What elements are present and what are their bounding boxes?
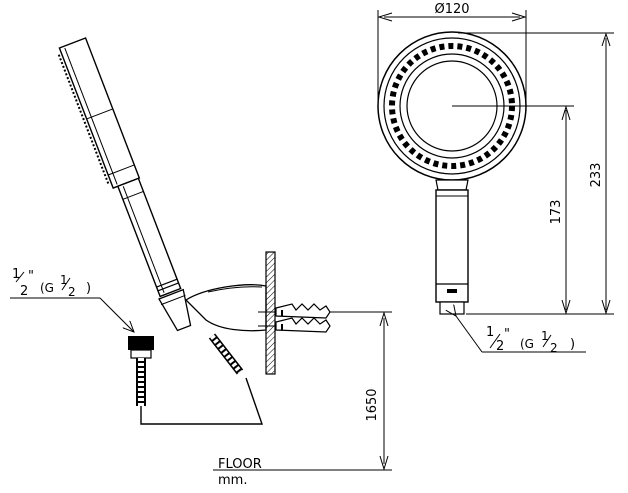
thread-left-den: 2 <box>20 284 28 299</box>
hose-loop <box>140 377 263 425</box>
shower-head-side <box>57 37 192 332</box>
wall-plugs <box>258 303 331 333</box>
floor-height-value: 1650 <box>365 388 380 421</box>
thread-left-inch: " <box>28 269 34 284</box>
front-view <box>377 31 527 315</box>
thread-right-g: (G <box>520 337 534 351</box>
thread-left-g-den: 2 <box>68 285 76 299</box>
thread-label-left: 1 2 " (G 1 2 ) <box>10 267 134 332</box>
side-view <box>57 37 331 425</box>
dimension-233: 233 <box>458 32 614 315</box>
thread-label-right: 1 2 " (G 1 2 ) <box>456 316 586 355</box>
hose-top <box>208 333 244 375</box>
dimension-173: 173 <box>452 105 614 315</box>
thread-left-g-num: 1 <box>60 273 68 287</box>
handle-height-value: 173 <box>549 200 564 225</box>
hose-connector <box>128 336 154 406</box>
dimension-diameter: Ø120 <box>377 2 527 110</box>
thread-right-g-num: 1 <box>541 329 549 343</box>
dimension-1650: 1650 <box>213 311 392 471</box>
diameter-value: Ø120 <box>434 2 469 17</box>
thread-right-num: 1 <box>486 325 494 340</box>
thread-right-inch: " <box>504 327 510 342</box>
floor-label: FLOOR <box>218 457 262 472</box>
thread-right-den: 2 <box>496 339 504 354</box>
thread-left-g: (G <box>40 281 54 295</box>
unit-label: mm. <box>218 473 247 488</box>
thread-right-close: ) <box>570 337 575 352</box>
total-height-value: 233 <box>589 163 604 188</box>
wall-holder <box>184 284 267 332</box>
thread-left-num: 1 <box>12 267 20 282</box>
handle-front <box>435 189 469 303</box>
wall-section <box>265 251 276 375</box>
thread-right-g-den: 2 <box>550 341 558 355</box>
thread-left-close: ) <box>86 281 91 296</box>
